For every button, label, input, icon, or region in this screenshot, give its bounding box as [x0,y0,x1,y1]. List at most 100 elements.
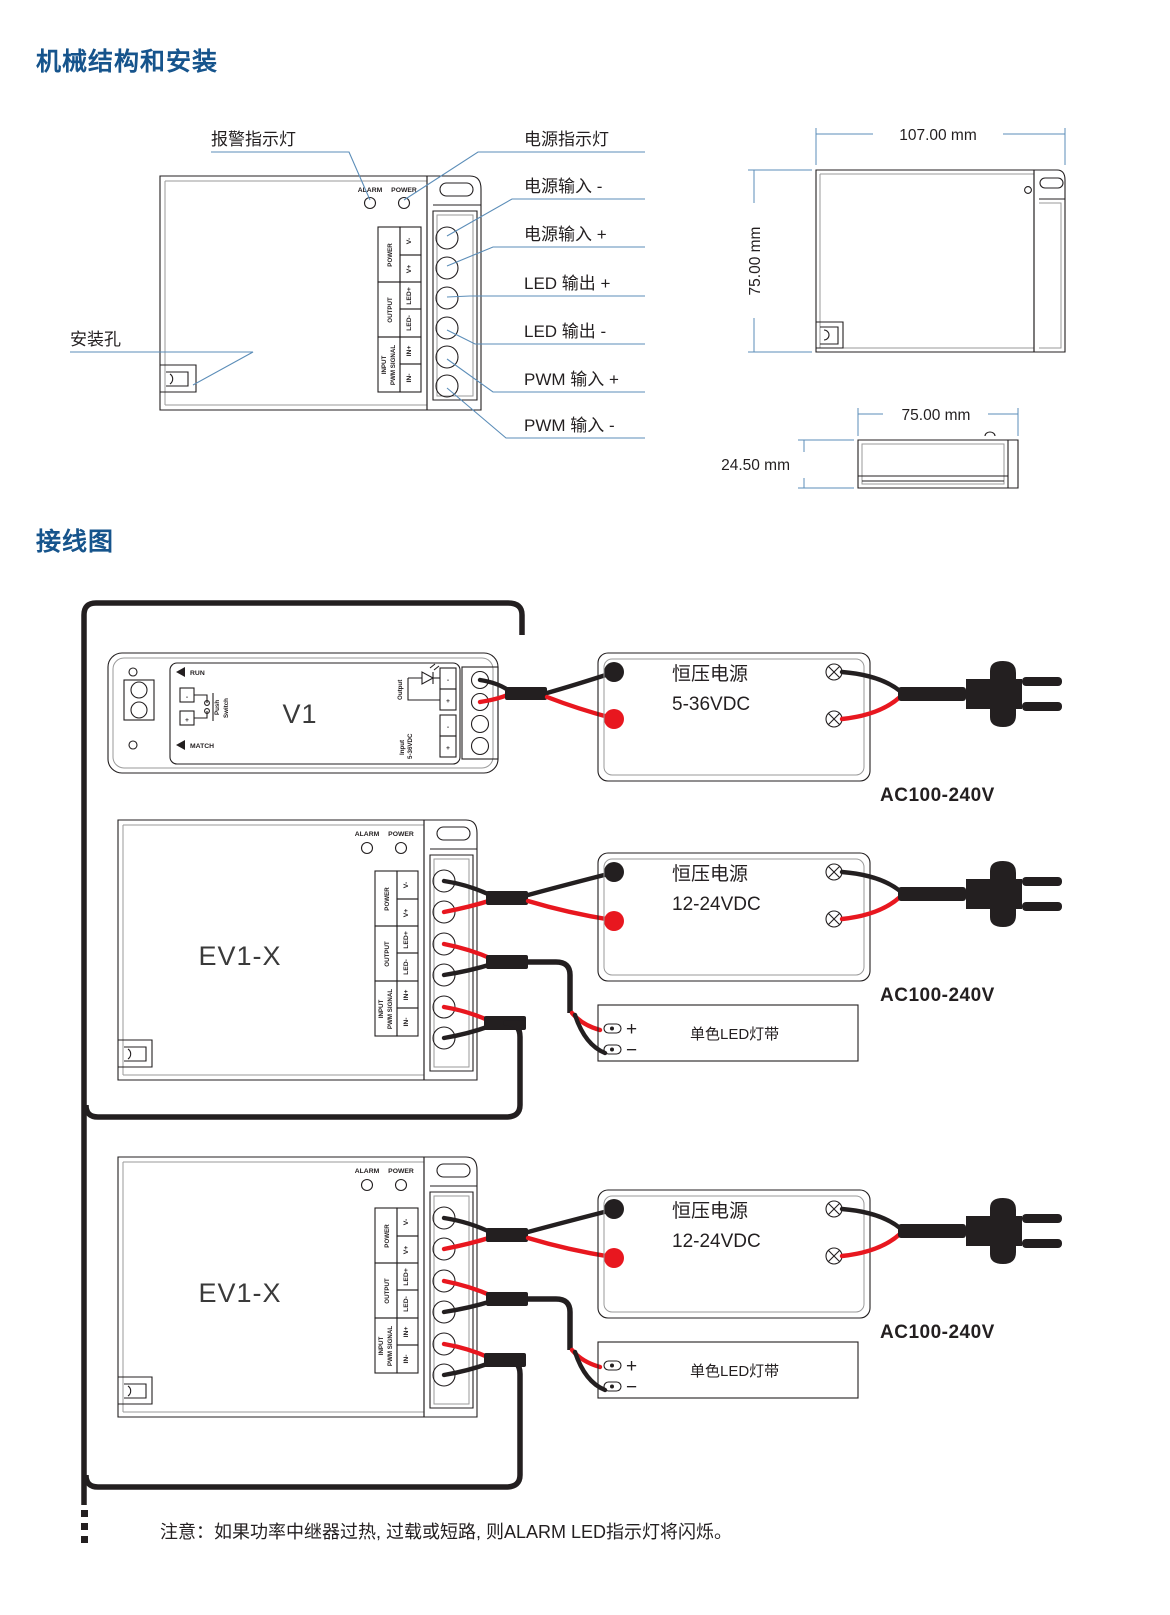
ev1x2-power-led-icon [394,1178,408,1192]
mains-label-2: AC100-240V [880,985,995,1006]
ev1x1-group-output: OUTPUT [384,941,391,967]
wiring-bus [81,600,525,1543]
v1-run-label: RUN [190,670,205,677]
power-led-icon [397,196,411,210]
callout-led-out-neg: LED 输出 - [524,322,606,341]
callout-pwm-in-neg: PWM 输入 - [524,416,615,435]
ev1x2-power-label: POWER [388,1168,414,1175]
ev1x1-group-input-pwm: PWM SIGNAL [387,989,394,1029]
ev1x1-led-wires [441,941,608,1056]
terminal-pin-vpos: V+ [406,265,413,274]
dimension-view-top: 107.00 mm 75.00 mm [747,127,1066,353]
v1-input-label-2: 5-36VDC [407,733,414,759]
psu-3-ac-terminals [825,1200,843,1265]
bus-dashed-end [81,1510,88,1543]
ev1x1-pin-inneg: IN- [403,1017,410,1026]
screw-terminals [435,226,459,398]
alarm-led-icon [363,196,377,210]
v1-psu-wires [477,662,624,729]
terminal-pin-ledneg: LED- [406,315,413,331]
device-ev1x-1: ALARM POWER EV1-X POWER V- V+ OUTPUT [117,819,478,1081]
ev1x1-power-led-icon [394,841,408,855]
v1-push-switch-label: Push [214,700,221,715]
ev1x1-pwm-wires [441,1004,526,1045]
callout-power-in-pos: 电源输入 + [524,225,607,244]
terminal-legend: POWER V- V+ OUTPUT LED+ LED- INPUT PWM S… [377,226,422,393]
psu-1-line2: 5-36VDC [672,694,750,715]
ev1x1-pin-ledneg: LED- [403,959,410,975]
ev1x1-power-wires [441,862,624,931]
led-strip-2-label: 单色LED灯带 [690,1363,779,1380]
led-strip-1-minus: − [626,1040,637,1061]
ev1x1-power-label: POWER [388,831,414,838]
psu-box-2: 恒压电源 12-24VDC [597,852,871,982]
ev1x1-pin-vpos: V+ [403,909,410,918]
ev1x2-pwm-wires [441,1341,526,1405]
mechanical-drawing: POWER V- V+ OUTPUT LED+ LED- INPUT PWM S… [70,127,1066,489]
device-ev1x-2: ALARM POWER EV1-X POWER V- V+ OUTPUT LED… [117,1156,478,1418]
callout-leaders [70,151,645,439]
terminal-pin-inneg: IN- [406,373,413,382]
section-title-mechanical: 机械结构和安装 [36,48,219,76]
ev1x2-pin-inneg: IN- [403,1354,410,1363]
dimension-side-height: 24.50 mm [721,457,790,474]
ev1x2-terminal-ledpos [432,1269,456,1293]
ac-plug-2: AC100-240V [839,861,1062,1006]
wiring-note: 注意：如果功率中继器过热, 过载或短路, 则ALARM LED指示灯将闪烁。 [160,1522,732,1542]
ev1x1-group-power: POWER [384,887,391,911]
v1-input-label-1: Input [399,740,406,755]
ev1x2-pin-ledneg: LED- [403,1296,410,1312]
terminal-group-power: POWER [387,243,394,267]
led-strip-2: + − 单色LED灯带 [597,1341,859,1399]
led-strip-1-plus: + [626,1019,637,1040]
device-v1: RUN MATCH - + Push Switch V1 Output - + [107,652,499,774]
ev1x1-terminal-legend: POWER V- V+ OUTPUT LED+ LED- INPUT PWM S… [374,870,419,1037]
ac-plug-1: AC100-240V [839,661,1062,806]
psu-box-1: 恒压电源 5-36VDC [597,652,871,782]
ac-plug-3: AC100-240V [839,1198,1062,1343]
callout-pwm-in-pos: PWM 输入 + [524,370,619,389]
callout-alarm-led: 报警指示灯 [211,130,296,149]
led-strip-2-plus: + [626,1356,637,1377]
terminal-pin-inpos: IN+ [406,346,413,357]
wiring-row-2: ALARM POWER EV1-X POWER V- V+ OUTPUT [117,819,1062,1081]
psu-2-line1: 恒压电源 [672,863,748,885]
wiring-row-1: RUN MATCH - + Push Switch V1 Output - + [107,652,1062,806]
psu-1-line1: 恒压电源 [672,663,748,685]
callout-led-out-pos: LED 输出 + [524,274,611,293]
ev1x2-terminal-legend: POWER V- V+ OUTPUT LED+ LED- INPUT PWM S… [374,1207,419,1374]
ev1x2-power-wires [441,1199,624,1268]
ev1x1-group-input: INPUT [378,999,385,1018]
v1-device-name: V1 [282,699,317,729]
ev1x2-group-input: INPUT [378,1336,385,1355]
v1-match-label: MATCH [190,743,214,750]
ev1x1-alarm-label: ALARM [355,831,380,838]
ev1x2-group-power: POWER [384,1224,391,1248]
ev1x2-device-name: EV1-X [198,1278,281,1308]
psu-2-ac-terminals [825,863,843,928]
v1-in-plus: + [446,745,450,752]
psu-box-3: 恒压电源 12-24VDC [597,1189,871,1319]
v1-out-plus: + [446,698,450,705]
v1-switch-minus: - [186,694,188,701]
v1-switch-plus: + [185,717,189,724]
ev1x2-pin-inpos: IN+ [403,1327,410,1338]
ev1x1-terminal-ledpos [432,932,456,956]
ev1x2-alarm-led-icon [360,1178,374,1192]
led-diode-icon [421,663,440,685]
terminal-group-input: INPUT [381,355,388,374]
psu-2-line2: 12-24VDC [672,894,761,915]
dimension-top-width: 107.00 mm [899,127,977,144]
v1-out-minus: - [447,677,449,684]
ev1x1-alarm-led-icon [360,841,374,855]
terminal-group-input-pwm: PWM SIGNAL [390,345,397,385]
ev1x1-device-name: EV1-X [198,941,281,971]
psu-3-line1: 恒压电源 [672,1200,748,1222]
ev1x2-pin-vneg: V- [403,1219,410,1225]
terminal-pin-ledpos: LED+ [406,287,413,305]
ev1x1-pin-inpos: IN+ [403,990,410,1001]
ev1x1-pin-ledpos: LED+ [403,931,410,949]
ev1x1-pin-vneg: V- [403,882,410,888]
ev1x2-led-wires [441,1278,608,1393]
wiring-row-3: ALARM POWER EV1-X POWER V- V+ OUTPUT LED… [117,1156,1062,1418]
